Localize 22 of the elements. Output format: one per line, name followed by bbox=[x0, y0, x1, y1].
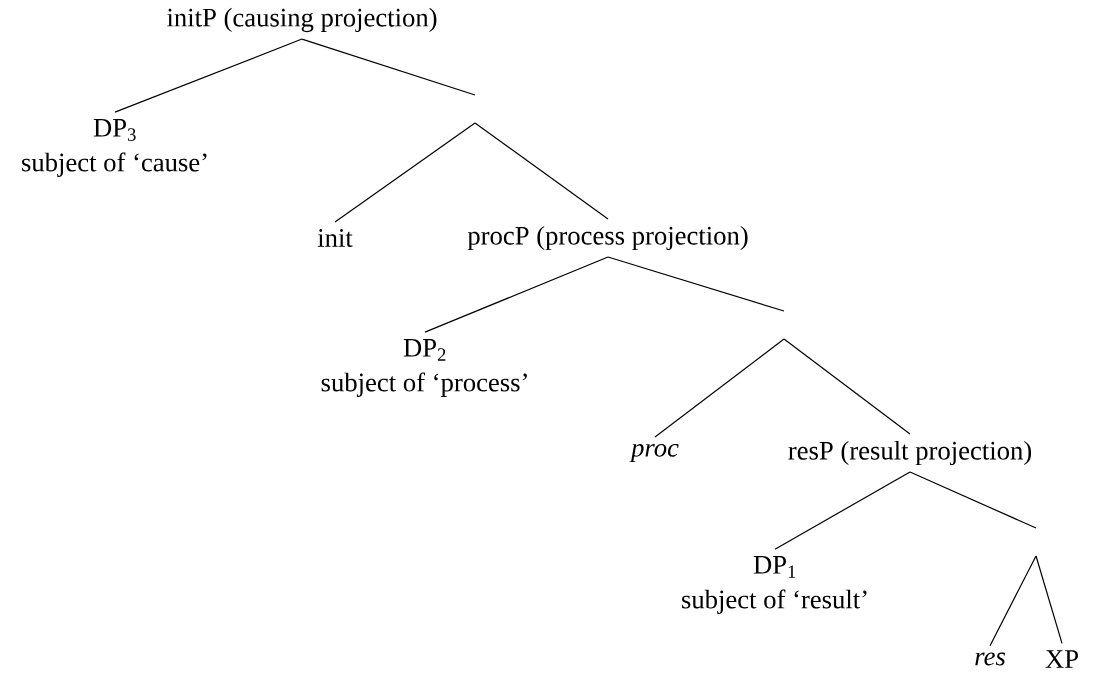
tree-label: res bbox=[975, 652, 1005, 666]
tree-branch bbox=[474, 122, 609, 220]
tree-branch bbox=[114, 38, 303, 113]
tree-label: initP (causing projection) bbox=[167, 7, 437, 33]
phrase-label: DP$_{3}$ subject of ‘cause’ bbox=[22, 119, 207, 177]
tree-branch bbox=[424, 256, 609, 333]
tree-branch bbox=[909, 471, 1037, 529]
tree-label: proc bbox=[629, 443, 679, 463]
tree-branch bbox=[607, 256, 785, 312]
phrase-label: DP$_{1}$ subject of ‘result’ bbox=[682, 556, 867, 614]
tree-label: XP bbox=[1045, 650, 1078, 668]
tree-label: resP (result projection) bbox=[788, 440, 1032, 466]
tree-label: procP (process projection) bbox=[467, 225, 748, 251]
tree-branch bbox=[783, 338, 911, 435]
phrase-label: DP$_{2}$ subject of ‘process’ bbox=[321, 339, 527, 397]
tree-branch bbox=[774, 471, 911, 550]
tree-branch bbox=[334, 122, 476, 223]
tree-label: init bbox=[317, 229, 353, 247]
tree-branch bbox=[989, 555, 1037, 647]
tree-branch bbox=[654, 338, 785, 438]
tree-branch bbox=[301, 38, 476, 96]
tree-branch bbox=[1035, 555, 1063, 644]
